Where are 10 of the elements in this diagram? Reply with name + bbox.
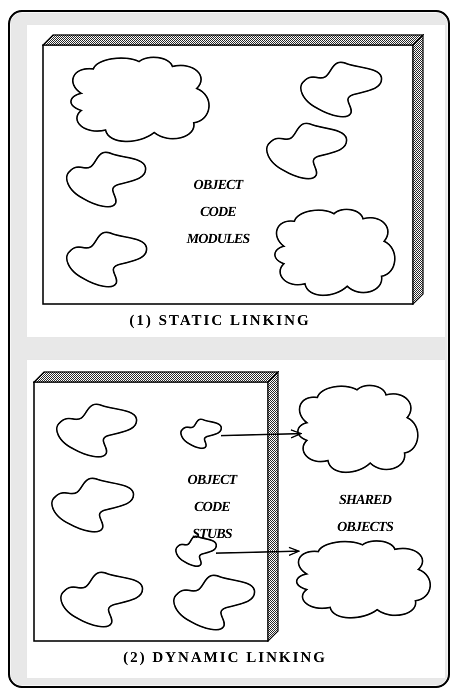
arrow xyxy=(220,429,302,438)
panel-caption: (2) DYNAMIC LINKING xyxy=(122,649,328,668)
slab-box xyxy=(33,371,279,642)
arrow xyxy=(216,546,300,556)
blob-shape xyxy=(178,418,223,450)
slab-label: OBJECT CODE MODULES xyxy=(186,177,250,249)
panel-caption: (1) STATIC LINKING xyxy=(128,312,312,331)
slab-label: OBJECT CODE STUBS xyxy=(186,472,238,544)
slab-box xyxy=(42,34,424,305)
cloud-label: SHARED OBJECTS xyxy=(336,492,394,537)
